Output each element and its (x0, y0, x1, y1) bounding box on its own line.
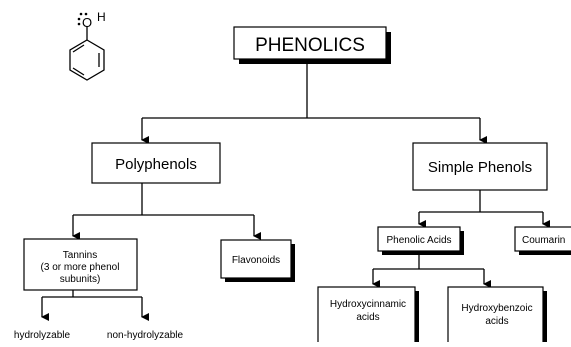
connector-edges (41, 62, 550, 321)
node-coumarins-label: Coumarin (522, 235, 565, 246)
node-hydroxybenzoic-line-1: Hydroxybenzoic (461, 303, 532, 314)
leaf-non-hydrolyzable-label: non-hydrolyzable (107, 330, 184, 341)
node-hydroxybenzoic-line-2: acids (485, 316, 508, 327)
node-hydroxybenzoic-acids: Hydroxybenzoic acids (447, 286, 547, 347)
node-polyphenols-label: Polyphenols (115, 156, 197, 173)
oxygen-label: O (82, 15, 92, 30)
node-phenolics: PHENOLICS (233, 26, 391, 64)
node-phenolic-acids: Phenolic Acids (377, 226, 464, 255)
leaf-hydrolyzable-label: hydrolyzable (14, 330, 71, 341)
node-polyphenols: Polyphenols (91, 142, 221, 184)
hydrogen-label: H (97, 10, 106, 24)
phenol-molecule-icon: O H (69, 10, 106, 81)
node-tannins-line-1: Tannins (63, 250, 97, 261)
node-tannins-line-2: (3 or more phenol (41, 262, 120, 273)
node-hydroxycinnamic-acids: Hydroxycinnamic acids (317, 286, 419, 347)
node-phenolic-acids-label: Phenolic Acids (386, 235, 451, 246)
node-tannins-line-3: subunits) (60, 274, 101, 285)
node-flavonoids-label: Flavonoids (232, 255, 280, 266)
node-simple-phenols-label: Simple Phenols (428, 159, 532, 176)
node-phenolics-label: PHENOLICS (255, 35, 365, 56)
node-simple-phenols: Simple Phenols (412, 142, 548, 191)
node-hydroxycinnamic-line-1: Hydroxycinnamic (330, 299, 406, 310)
node-flavonoids: Flavonoids (220, 239, 295, 282)
node-tannins: Tannins (3 or more phenol subunits) (23, 238, 138, 291)
node-hydroxycinnamic-line-2: acids (356, 312, 379, 323)
node-coumarins: Coumarin (514, 226, 571, 255)
